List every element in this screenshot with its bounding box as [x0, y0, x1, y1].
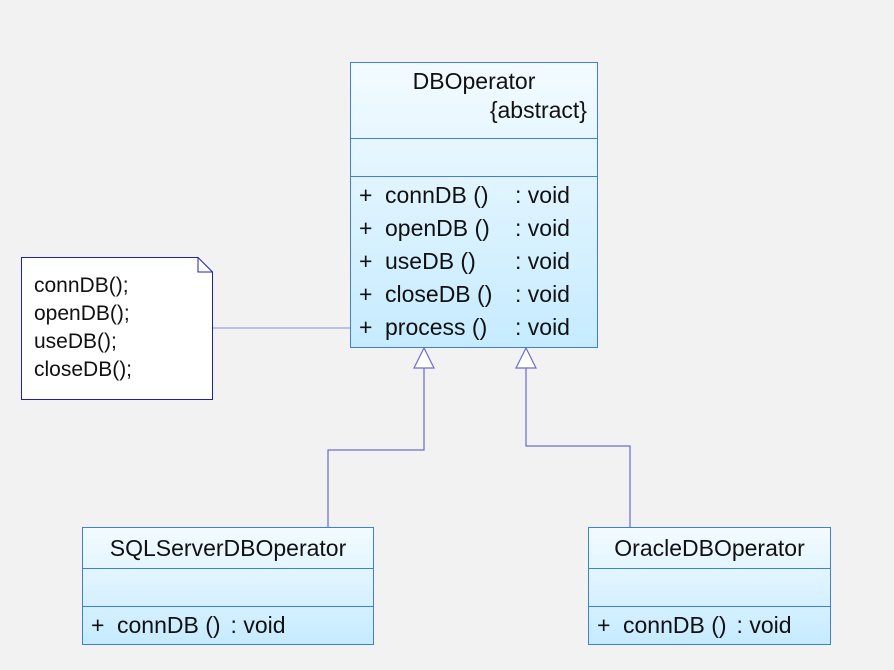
- visibility: +: [91, 612, 105, 638]
- note-shape: [21, 257, 213, 400]
- abstract-stereotype: {abstract}: [489, 97, 587, 123]
- operation-name: useDB (): [385, 248, 476, 274]
- return-type: : void: [515, 182, 570, 208]
- return-type: : void: [230, 612, 286, 638]
- class-header: DBOperator {abstract}: [351, 63, 597, 139]
- operation-row[interactable]: + openDB () : void: [359, 212, 597, 245]
- inheritance-arrowhead-right: [515, 346, 537, 369]
- note-line: closeDB();: [34, 358, 133, 381]
- operation-row[interactable]: + connDB () : void: [91, 609, 373, 642]
- generalization-oracle: [525, 368, 631, 527]
- visibility: +: [359, 314, 373, 340]
- note: connDB(); openDB(); useDB(); closeDB();: [21, 257, 213, 400]
- visibility: +: [359, 248, 373, 274]
- operations-compartment: + connDB () : void: [589, 607, 830, 642]
- operations-compartment: + connDB () : void: [83, 607, 373, 642]
- visibility: +: [359, 215, 373, 241]
- attributes-compartment: [351, 139, 597, 177]
- return-type: : void: [736, 612, 792, 638]
- class-name: DBOperator: [412, 68, 536, 94]
- operation-row[interactable]: + process () : void: [359, 311, 597, 344]
- return-type: : void: [515, 215, 570, 241]
- note-line: openDB();: [34, 302, 130, 325]
- operation-name: process (): [385, 314, 488, 340]
- operation-row[interactable]: + useDB () : void: [359, 245, 597, 278]
- operation-name: connDB (): [385, 182, 489, 208]
- attributes-compartment: [83, 569, 373, 607]
- note-line: connDB();: [34, 274, 129, 297]
- return-type: : void: [515, 281, 570, 307]
- operation-name: connDB (): [117, 612, 221, 638]
- return-type: : void: [515, 248, 570, 274]
- class-name: SQLServerDBOperator: [109, 534, 347, 561]
- inheritance-arrowhead-left: [413, 346, 435, 369]
- operation-name: closeDB (): [385, 281, 493, 307]
- return-type: : void: [515, 314, 570, 340]
- operation-row[interactable]: + connDB () : void: [359, 179, 597, 212]
- note-text: connDB(); openDB(); useDB(); closeDB();: [34, 272, 132, 384]
- visibility: +: [359, 281, 373, 307]
- visibility: +: [597, 612, 611, 638]
- operation-name: openDB (): [385, 215, 490, 241]
- operation-row[interactable]: + closeDB () : void: [359, 278, 597, 311]
- generalization-sqlserver: [327, 368, 425, 527]
- class-header: SQLServerDBOperator: [83, 528, 373, 569]
- class-oracledboperator[interactable]: OracleDBOperator + connDB () : void: [588, 527, 831, 645]
- note-line: useDB();: [34, 330, 117, 353]
- class-name: OracleDBOperator: [614, 534, 805, 561]
- visibility: +: [359, 182, 373, 208]
- class-header: OracleDBOperator: [589, 528, 830, 569]
- class-dboperator[interactable]: DBOperator {abstract} + connDB () : void…: [350, 62, 598, 348]
- attributes-compartment: [589, 569, 830, 607]
- class-sqlserverdboperator[interactable]: SQLServerDBOperator + connDB () : void: [82, 527, 374, 645]
- operation-name: connDB (): [623, 612, 727, 638]
- operations-compartment: + connDB () : void + openDB () : void + …: [351, 177, 597, 344]
- operation-row[interactable]: + connDB () : void: [597, 609, 830, 642]
